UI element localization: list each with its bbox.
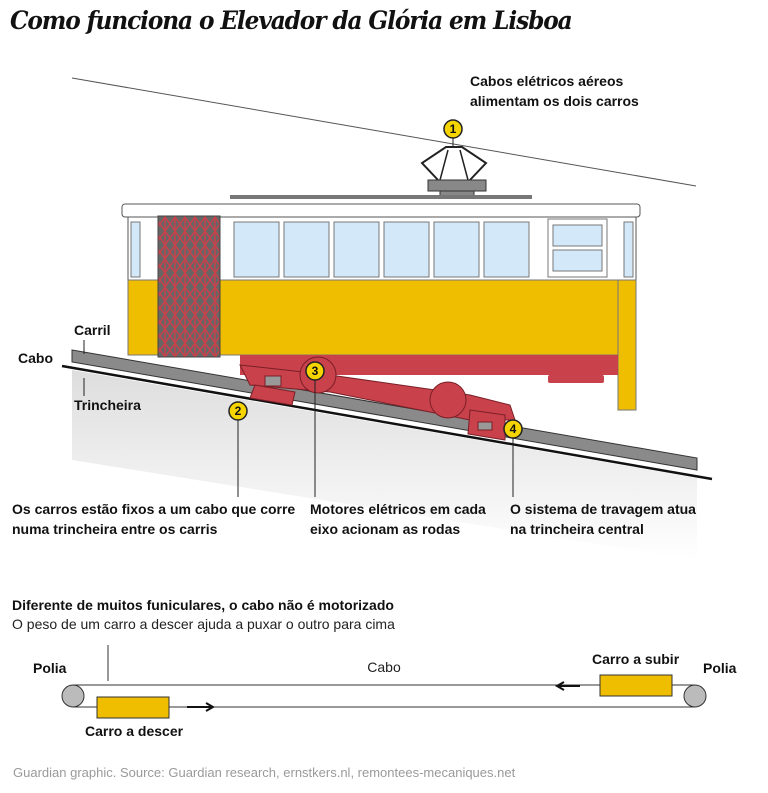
callout-4-marker xyxy=(503,419,523,439)
callout-1-marker xyxy=(443,119,463,139)
footer-source: Guardian graphic. Source: Guardian resea… xyxy=(13,765,516,780)
callout-4-line2: na trincheira central xyxy=(510,521,644,537)
callout-4-number: 4 xyxy=(510,422,517,436)
pulley-right-label: Polia xyxy=(703,660,737,676)
overhead-wire xyxy=(71,77,697,187)
callout-4-line1: O sistema de travagem atua xyxy=(510,501,696,517)
trench xyxy=(72,370,697,560)
pulley-left-label: Polia xyxy=(33,660,67,676)
car-end-post xyxy=(617,279,637,411)
cable-loop-label: Cabo xyxy=(367,659,401,675)
roof-rail xyxy=(230,195,532,199)
callout-3-number: 3 xyxy=(312,364,319,378)
rail-label: Carril xyxy=(74,322,111,338)
cable-label: Cabo xyxy=(18,350,53,366)
car-down-label: Carro a descer xyxy=(85,723,184,739)
side-window xyxy=(623,221,634,278)
side-window xyxy=(130,221,141,278)
car-down-box xyxy=(96,696,170,719)
pulley-heading: Diferente de muitos funiculares, o cabo … xyxy=(12,597,394,613)
pulley-subheading: O peso de um carro a descer ajuda a puxa… xyxy=(12,616,395,632)
windows xyxy=(233,218,608,278)
lattice-door xyxy=(157,215,221,358)
trench-label: Trincheira xyxy=(74,397,141,413)
pulley-left xyxy=(61,684,85,708)
callout-2-number: 2 xyxy=(235,404,242,418)
pantograph xyxy=(420,146,488,198)
callout-3-line1: Motores elétricos em cada xyxy=(310,501,486,517)
page-title: Como funciona o Elevador da Glória em Li… xyxy=(10,6,573,35)
callout-1-line2: alimentam os dois carros xyxy=(470,93,639,109)
callout-3-marker xyxy=(305,361,325,381)
callout-1-line1: Cabos elétricos aéreos xyxy=(470,73,624,89)
underframe-box xyxy=(548,375,604,383)
callout-2-line2: numa trincheira entre os carris xyxy=(12,521,218,537)
roof xyxy=(121,203,641,218)
callout-2-line1: Os carros estão fixos a um cabo que corr… xyxy=(12,501,295,517)
arrow-left-icon xyxy=(554,681,580,691)
arrow-right-icon xyxy=(187,702,216,712)
callout-1-number: 1 xyxy=(450,122,457,136)
car-up-label: Carro a subir xyxy=(592,651,680,667)
pulley-right xyxy=(683,684,707,708)
car-up-box xyxy=(599,674,673,697)
callout-3-line2: eixo acionam as rodas xyxy=(310,521,460,537)
cable-line xyxy=(61,364,713,481)
callout-2-marker xyxy=(228,401,248,421)
